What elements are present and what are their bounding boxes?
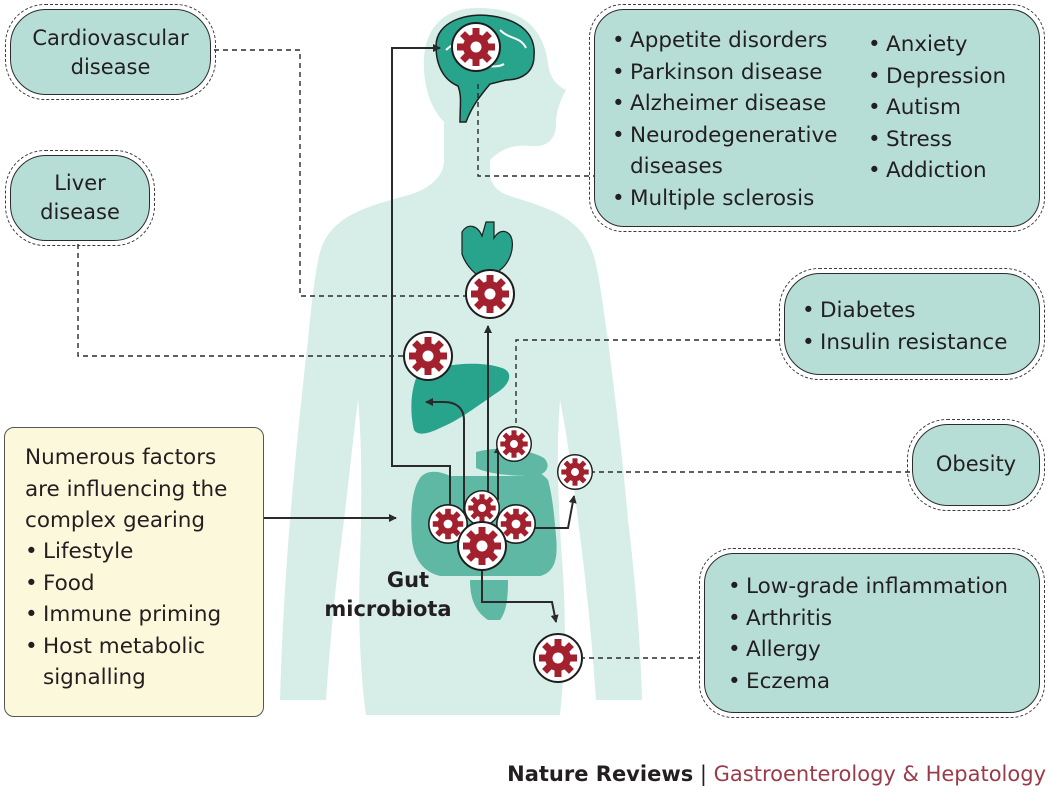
list-item-continuation: signalling — [43, 665, 146, 690]
list-item: Appetite disorders — [612, 25, 837, 57]
list-item: Allergy — [728, 634, 1008, 666]
obesity-box: Obesity — [907, 419, 1045, 511]
list-item: Host metabolic — [25, 631, 221, 663]
list-item: Alzheimer disease — [612, 88, 837, 120]
gear-icon-liver — [403, 331, 453, 381]
brain-disorders-list-left: Appetite disorders Parkinson disease Alz… — [612, 25, 837, 214]
gear-icon-gut-center — [457, 521, 507, 571]
factors-intro-line: are influencing the — [25, 476, 228, 502]
cardiovascular-line2: disease — [70, 55, 151, 79]
footer-journal: Nature Reviews — [507, 762, 694, 786]
immune-disorders-list: Low-grade inflammation Arthritis Allergy… — [728, 571, 1008, 697]
immune-disorders-box: Low-grade inflammation Arthritis Allergy… — [699, 548, 1045, 718]
list-item: Low-grade inflammation — [728, 571, 1008, 603]
gear-icon-heart — [465, 269, 515, 319]
gut-microbiota-label: Gut microbiota — [318, 566, 458, 624]
gut-label-line2: microbiota — [324, 597, 452, 621]
factors-list: Lifestyle Food Immune priming Host metab… — [25, 536, 221, 694]
list-item: Food — [25, 568, 221, 600]
list-item: Addiction — [868, 155, 1006, 187]
list-item: Immune priming — [25, 599, 221, 631]
liver-shape — [411, 363, 510, 434]
cardiovascular-line1: Cardiovascular — [32, 26, 189, 50]
brain-disorders-box: Appetite disorders Parkinson disease Alz… — [589, 4, 1045, 232]
list-item: Anxiety — [868, 29, 1006, 61]
factors-content: Numerous factors are influencing the com… — [25, 442, 227, 537]
list-item: Arthritis — [728, 603, 1008, 635]
gear-icon-immune — [533, 633, 583, 683]
gear-icon-brain — [451, 22, 501, 72]
liver-line2: disease — [40, 200, 120, 224]
list-item: Lifestyle — [25, 536, 221, 568]
list-item: Insulin resistance — [802, 327, 1007, 359]
metabolic-disorders-list: Diabetes Insulin resistance — [802, 295, 1007, 358]
gut-label-line1: Gut — [386, 568, 430, 592]
metabolic-disorders-box: Diabetes Insulin resistance — [779, 268, 1045, 380]
cardiovascular-disease-box: Cardiovascular disease — [5, 4, 216, 100]
list-item: Parkinson disease — [612, 57, 837, 89]
list-item: Autism — [868, 92, 1006, 124]
solid-arrows — [264, 44, 577, 623]
factors-intro-line: complex gearing — [25, 508, 206, 533]
factors-box: Numerous factors are influencing the com… — [4, 427, 264, 717]
list-item: Eczema — [728, 666, 1008, 698]
list-item: Neurodegenerative — [612, 120, 837, 152]
dashed-connectors — [77, 49, 910, 659]
obesity-label: Obesity — [935, 452, 1017, 476]
brain-disorders-list-right: Anxiety Depression Autism Stress Addicti… — [868, 29, 1006, 187]
footer-title: Gastroenterology & Hepatology — [713, 762, 1046, 786]
stomach-shape — [476, 448, 548, 476]
list-item: Diabetes — [802, 295, 1007, 327]
gear-icon-pancreas — [496, 426, 532, 462]
liver-line1: Liver — [54, 171, 106, 195]
list-item: Stress — [868, 124, 1006, 156]
list-item: Depression — [868, 61, 1006, 93]
liver-disease-box: Liver disease — [5, 150, 155, 246]
gear-icon-obesity — [557, 454, 594, 490]
gear-icon-gut-top — [464, 490, 500, 527]
journal-footer: Nature Reviews | Gastroenterology & Hepa… — [507, 762, 1046, 786]
list-item-continuation: diseases — [630, 154, 723, 179]
footer-separator: | — [693, 762, 714, 786]
list-item: Multiple sclerosis — [612, 183, 837, 215]
factors-intro-line: Numerous factors — [25, 445, 217, 470]
